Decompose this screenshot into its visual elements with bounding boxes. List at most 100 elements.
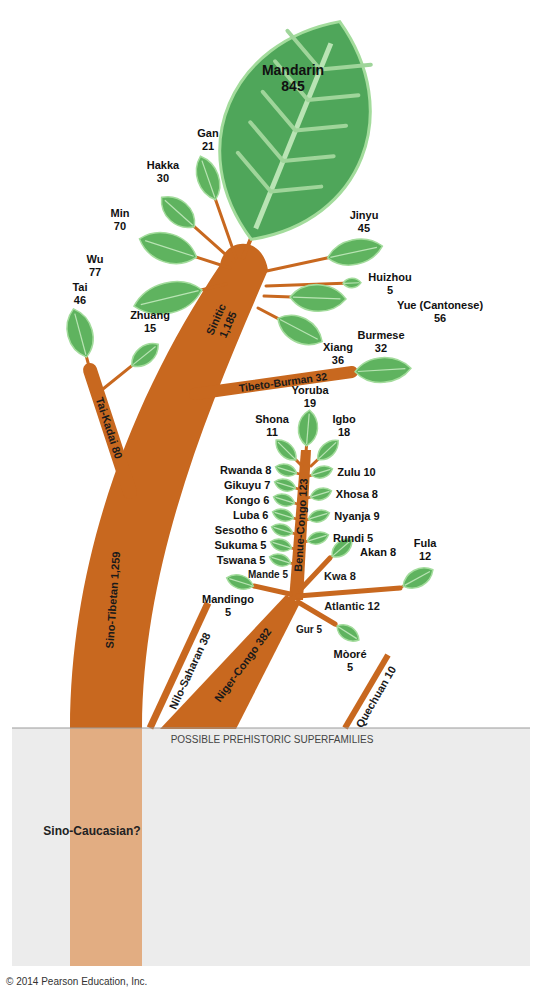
language-leaf: Min 70 [138, 218, 198, 278]
leaf-stem [258, 308, 279, 319]
leaf-shape [185, 155, 231, 201]
language-leaf: Gan 21 [185, 155, 231, 201]
language-leaf: Huizhou 5 [343, 274, 361, 292]
language-label: Burmese 32 [357, 329, 404, 354]
leaf-shape [269, 549, 291, 571]
language-leaf: Wu 77 [133, 263, 203, 333]
leaf-stem [264, 296, 292, 297]
language-leaf: Xiang 36 [275, 305, 325, 355]
language-leaf: Rwanda 8 [275, 459, 297, 481]
language-label: Tai 46 [72, 281, 87, 306]
language-label: Jinyu 45 [350, 209, 379, 234]
language-label: Nyanja 9 [334, 510, 379, 523]
ground-line [12, 728, 530, 729]
language-label: Rundi 5 [333, 532, 373, 545]
language-label: Mandingo 5 [202, 593, 254, 618]
leaf-shape [310, 483, 332, 505]
leaf-shape [55, 308, 105, 358]
language-label: Luba 6 [233, 509, 268, 522]
leaf-shape [271, 519, 293, 541]
branch-label: Benue-Congo 123 [292, 478, 310, 572]
language-leaf: Fula 12 [401, 561, 435, 595]
language-leaf: Shona 11 [272, 436, 300, 464]
leaf-shape [308, 505, 330, 527]
language-label: Yoruba 19 [291, 384, 328, 409]
leaf-stem [195, 257, 230, 268]
leaf-stem [200, 284, 226, 290]
language-label: Zulu 10 [337, 466, 376, 479]
leaf-stem [98, 365, 133, 393]
leaf-shape [290, 410, 326, 446]
language-label: Xhosa 8 [336, 488, 378, 501]
mande-branch [254, 586, 290, 594]
language-label: Gikuyu 7 [224, 479, 270, 492]
tai-kadai-branch [90, 370, 130, 492]
branch-label: Atlantic 12 [324, 600, 380, 613]
language-leaf: Tai 46 [55, 308, 105, 358]
leaf-shape [272, 436, 300, 464]
branch-label: Kwa 8 [324, 570, 356, 583]
language-leaf: Nyanja 9 [308, 505, 330, 527]
language-label: Huizhou 5 [368, 271, 411, 296]
language-label: Igbo 18 [332, 413, 355, 438]
language-leaf: Zhuang 15 [128, 338, 162, 372]
language-leaf: Gikuyu 7 [274, 474, 296, 496]
leaf-shape [133, 263, 203, 333]
language-leaf: Mòoré 5 [335, 620, 361, 646]
language-leaf: Luba 6 [272, 504, 294, 526]
language-leaf: Xhosa 8 [310, 483, 332, 505]
leaf-shape [275, 305, 325, 355]
language-label: Hakka 30 [147, 159, 179, 184]
leaf-shape [270, 534, 292, 556]
leaf-shape [314, 436, 342, 464]
branch-label: © 2014 Pearson Education, Inc. [6, 976, 147, 988]
language-label: Shona 11 [255, 413, 289, 438]
language-label: Kongo 6 [225, 494, 269, 507]
leaf-shape [138, 218, 198, 278]
leaf-shape [275, 459, 297, 481]
language-label: Sukuma 5 [214, 539, 266, 552]
leaf-stem [266, 283, 344, 286]
language-leaf: Sesotho 6 [271, 519, 293, 541]
branch-label: Sino-Caucasian? [43, 825, 140, 839]
leaf-shape [128, 338, 162, 372]
language-label: Sesotho 6 [215, 524, 268, 537]
atlantic-branch [298, 588, 400, 596]
branch-label: Mande 5 [248, 569, 288, 581]
language-label: Zhuang 15 [130, 309, 170, 334]
leaf-stem [193, 226, 234, 262]
leaf-shape [274, 474, 296, 496]
language-label: Mandarin 845 [262, 62, 324, 94]
language-leaf: Hakka 30 [156, 190, 200, 234]
leaf-shape [273, 489, 295, 511]
branch-label: Tai-Kadai 80 [93, 396, 125, 461]
branch-label: POSSIBLE PREHISTORIC SUPERFAMILIES [171, 734, 374, 746]
leaf-shape [401, 561, 435, 595]
language-label: Xiang 36 [323, 341, 353, 366]
language-leaf: Zulu 10 [311, 461, 333, 483]
language-label: Min 70 [111, 207, 130, 232]
trunk-root [70, 728, 268, 966]
language-label: Gan 21 [197, 127, 218, 152]
language-leaf: Burmese 32 [355, 342, 411, 398]
leaf-shape [311, 461, 333, 483]
leaf-shape [307, 527, 329, 549]
leaf-shape [343, 274, 361, 292]
language-leaf: Tswana 5 [269, 549, 291, 571]
language-label: Fula 12 [414, 537, 437, 562]
language-leaf: Kongo 6 [273, 489, 295, 511]
language-label: Wu 77 [87, 253, 104, 278]
language-label: Tswana 5 [217, 554, 266, 567]
leaf-shape [272, 504, 294, 526]
branch-label: Gur 5 [296, 624, 322, 636]
leaf-shape [335, 620, 361, 646]
language-label: Yue (Cantonese) 56 [392, 299, 488, 324]
language-leaf: Igbo 18 [314, 436, 342, 464]
language-leaf: Yoruba 19 [290, 410, 326, 446]
leaf-stem [262, 258, 329, 272]
language-label: Rwanda 8 [220, 464, 271, 477]
language-label: Mòoré 5 [334, 648, 367, 673]
language-label: Akan 8 [360, 546, 396, 559]
language-leaf: Sukuma 5 [270, 534, 292, 556]
